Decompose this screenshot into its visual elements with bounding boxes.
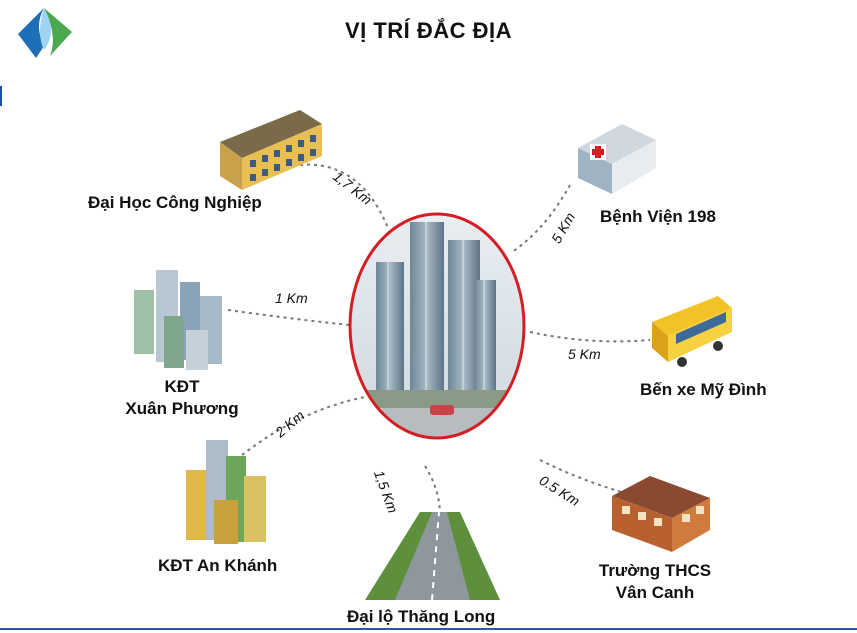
brand-logo-icon — [18, 8, 72, 58]
connector-kdt-xp — [227, 309, 351, 326]
distance-ben-xe: 5 Km — [568, 346, 601, 362]
label-truong-line2: Vân Canh — [615, 583, 695, 602]
highway-icon — [365, 511, 500, 601]
label-kdt-xp-line2: Xuân Phương — [125, 399, 239, 418]
distance-kdt-xp: 1 Km — [275, 290, 308, 306]
xuan-phuong-towers-icon — [134, 270, 222, 370]
label-truong: Trường THCS Vân Canh — [585, 560, 725, 604]
page-title: VỊ TRÍ ĐẮC ĐỊA — [344, 18, 513, 43]
label-kdt-xuan-phuong: KĐT Xuân Phương — [112, 376, 252, 420]
connector-dai-lo — [424, 465, 441, 516]
left-edge-marker — [0, 86, 2, 106]
university-building-icon — [220, 110, 322, 190]
label-kdt-xp-line1: KĐT — [164, 377, 200, 396]
label-ben-xe: Bến xe Mỹ Đình — [640, 380, 767, 399]
label-dai-lo: Đại lộ Thăng Long — [347, 607, 496, 626]
connector-benh-vien — [511, 184, 571, 253]
label-truong-line1: Trường THCS — [598, 561, 712, 580]
central-tower-image — [350, 214, 524, 438]
an-khanh-towers-icon — [186, 440, 266, 544]
connector-ben-xe — [529, 331, 651, 343]
hospital-icon — [578, 124, 656, 194]
connector-truong — [539, 459, 626, 494]
label-kdt-an-khanh: KĐT An Khánh — [158, 556, 278, 575]
bottom-rule — [0, 628, 857, 630]
bus-icon — [652, 296, 732, 367]
connector-kdt-ak — [241, 396, 366, 456]
label-benh-vien: Bệnh Viện 198 — [600, 207, 716, 226]
label-dai-hoc: Đại Học Công Nghiệp — [88, 193, 262, 212]
school-icon — [612, 476, 710, 552]
highlight-ring — [348, 212, 526, 440]
